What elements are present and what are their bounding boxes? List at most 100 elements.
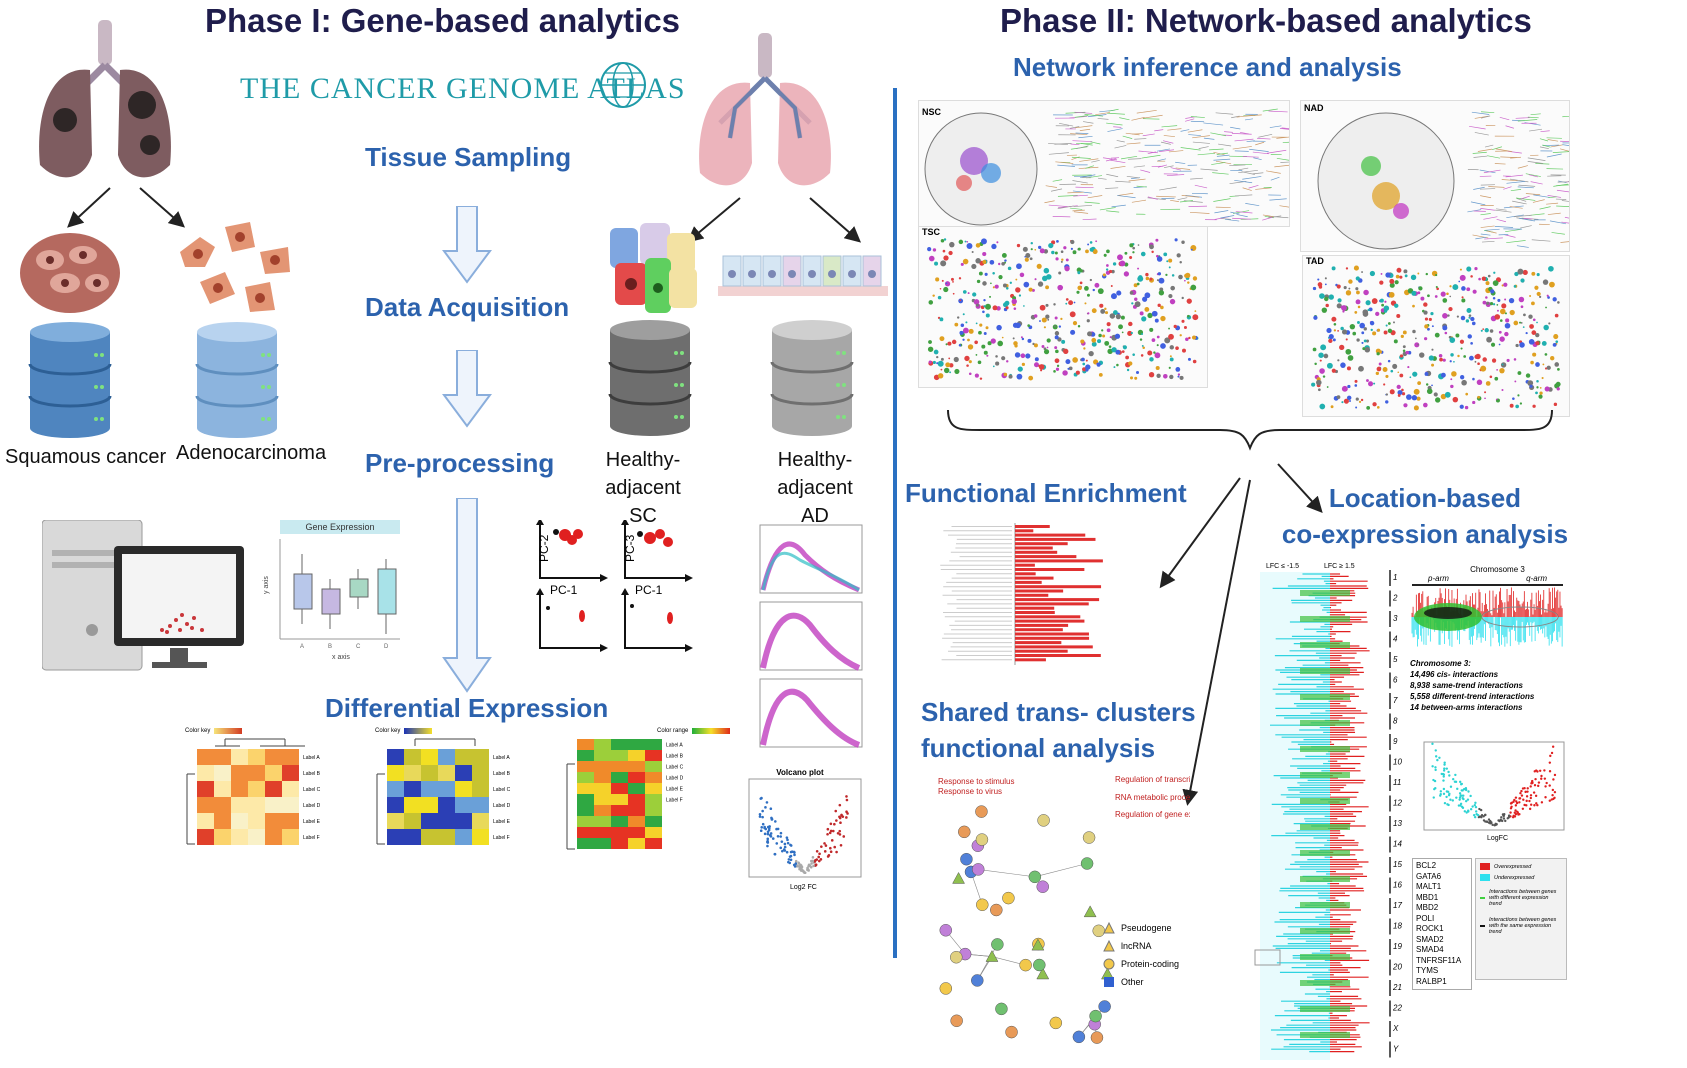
netlines1-edge <box>1078 135 1093 139</box>
netdots3-node <box>990 338 996 344</box>
enrichment-bar <box>1015 525 1050 528</box>
netlines1-edge <box>1114 145 1127 149</box>
netdots4-node <box>1376 328 1381 332</box>
hm3-row-label: Label C <box>666 765 684 771</box>
legend-lncrna: lncRNA <box>1121 941 1152 951</box>
netlines2-edge <box>1505 125 1514 129</box>
netlines1-edge <box>1133 165 1145 168</box>
netdots3-node <box>1144 292 1151 299</box>
hm3-cell <box>594 816 611 827</box>
netdots3-node <box>953 356 959 363</box>
netlines2-edge <box>1547 212 1561 215</box>
netdots3-node <box>928 255 935 262</box>
tcga-logo-text: THE CANCER GENOME ATLAS <box>240 72 686 105</box>
netdots4-node <box>1328 294 1334 300</box>
netdots3-node <box>959 330 964 335</box>
netdots3-node <box>1155 238 1159 242</box>
netdots3-node <box>983 332 987 335</box>
netdots3-node <box>1160 315 1166 322</box>
netdots4-node <box>1434 295 1438 298</box>
hm2-cell <box>455 797 472 813</box>
netlines2-edge <box>1518 184 1536 187</box>
enrichment-bar <box>1015 623 1069 627</box>
netdots3-node <box>1060 250 1064 254</box>
volcano-point <box>839 844 843 847</box>
volcano-point <box>783 845 787 849</box>
netdots4-node <box>1472 377 1475 381</box>
hm3-cell <box>611 772 628 783</box>
netdots4-node <box>1323 353 1329 359</box>
volcano-point <box>827 854 831 857</box>
volcano-point <box>829 846 832 850</box>
netdots4-node <box>1389 282 1395 288</box>
netdots4-node <box>1448 306 1453 312</box>
hm3-cell <box>577 772 594 783</box>
hm1-cell <box>197 813 214 829</box>
netdots3-node <box>1014 352 1021 358</box>
hm3-cell <box>577 783 594 794</box>
netdots3-node <box>945 343 948 346</box>
netlines2-edge <box>1475 236 1487 240</box>
netlines1-edge <box>1131 199 1146 203</box>
netdots3-node <box>1141 316 1147 322</box>
netdots4-node <box>1312 347 1317 352</box>
netlines1-edge <box>1194 184 1208 189</box>
netdots3-node <box>1077 247 1081 251</box>
volcano2-point <box>1537 781 1541 784</box>
hm2-cell <box>404 829 421 845</box>
chrom-number: 15 <box>1393 860 1402 869</box>
netlines1-edge <box>1118 192 1134 196</box>
netlines2-edge <box>1499 116 1510 121</box>
volcano2-point <box>1553 773 1557 777</box>
netdots4-node <box>1348 399 1351 402</box>
netdots3-node <box>1039 320 1041 323</box>
netdots3-node <box>1045 285 1050 290</box>
netlines1-edge <box>1262 216 1273 221</box>
netdots3-node <box>927 346 934 352</box>
netdots4-node <box>1470 316 1475 322</box>
netdots4-node <box>1317 282 1323 287</box>
netlines1-edge <box>1235 211 1253 214</box>
volcano-point <box>800 868 804 872</box>
hm2-cell <box>472 749 489 765</box>
track-interaction <box>1300 668 1350 674</box>
volcano2-point <box>1525 799 1528 803</box>
volcano2-point <box>1513 811 1516 814</box>
netdots4-node <box>1446 292 1449 296</box>
netlines1-edge <box>1179 200 1193 203</box>
netdots3-node <box>1004 300 1010 306</box>
netdots3-node <box>1160 343 1166 349</box>
volcano-point <box>845 798 849 802</box>
volcano-title: Volcano plot <box>776 768 824 777</box>
netlines2-edge <box>1496 218 1507 223</box>
netdots4-node <box>1330 405 1334 409</box>
netdots4-node <box>1544 386 1550 392</box>
network-label-tsc: TSC <box>922 227 940 237</box>
shared-node <box>990 903 1003 917</box>
hm1-cell <box>248 765 265 781</box>
netdots3-node <box>945 282 948 285</box>
volcano-point <box>817 855 821 859</box>
netlines1-edge <box>1073 211 1089 214</box>
volcano-point <box>823 842 826 845</box>
netdots4-node <box>1412 371 1418 377</box>
netlines1-edge <box>1070 143 1080 146</box>
netlines2-edge <box>1480 225 1495 228</box>
netdots3-node <box>962 290 967 294</box>
netdots4-node <box>1530 360 1534 365</box>
netdots4-node <box>1402 330 1407 335</box>
volcano-point <box>820 845 823 848</box>
netdots4-node <box>1355 406 1358 409</box>
netlines1-edge <box>1200 168 1218 171</box>
netdots3-node <box>1094 282 1100 288</box>
netlines1-edge <box>1180 147 1201 151</box>
netdots4-node <box>1410 274 1417 281</box>
netdots3-node <box>978 330 982 335</box>
netdots4-node <box>1417 381 1422 386</box>
netdots4-node <box>1326 386 1329 388</box>
netdots4-node <box>1522 269 1528 276</box>
netlines2-edge <box>1518 217 1535 222</box>
hm2-cell <box>387 749 404 765</box>
netdots4-node <box>1494 314 1501 320</box>
expression-legend: Overexpressed Underexpressed Interaction… <box>1475 858 1567 980</box>
